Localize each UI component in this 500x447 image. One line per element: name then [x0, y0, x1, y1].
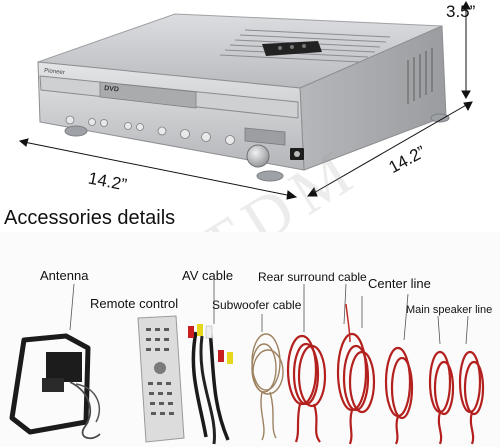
- dimension-height: 3.5”: [446, 2, 476, 21]
- leader-lines: [69, 280, 469, 345]
- disc-logo: DVD: [104, 85, 119, 94]
- dvd-receiver-image: DVD Pioneer: [18, 0, 473, 200]
- label-av-cable: AV cable: [182, 268, 234, 283]
- accessories-panel: [0, 232, 500, 447]
- label-rear-surround: Rear surround cable: [258, 270, 367, 284]
- feet: [64, 113, 450, 182]
- display-window: [244, 127, 286, 146]
- front-buttons: [65, 115, 235, 145]
- volume-knob: [246, 144, 270, 168]
- label-main-speaker-line: Main speaker line: [406, 304, 493, 316]
- label-remote-control: Remote control: [90, 296, 179, 311]
- brand-logo: Pioneer: [44, 68, 65, 76]
- label-subwoofer-cable: Subwoofer cable: [212, 298, 302, 312]
- accessories-image: [9, 280, 485, 445]
- subwoofer-cable-image: [251, 333, 284, 441]
- accessories-title: Accessories details: [4, 207, 176, 229]
- av-cable-image: [188, 324, 233, 445]
- center-line-image: [384, 346, 414, 445]
- am-loop-antenna: [9, 333, 101, 440]
- remote-on-top: [262, 41, 322, 56]
- main-speaker-line-image: [428, 350, 485, 445]
- side-vents: [407, 48, 433, 104]
- remote-control-image: [137, 315, 185, 443]
- dimension-lines: [18, 0, 473, 200]
- label-center-line: Center line: [368, 276, 431, 291]
- surround-cable-image-2: [336, 303, 376, 445]
- product-illustration: DVD Pioneer: [0, 0, 500, 200]
- rear-surround-cable-image: [286, 334, 327, 443]
- label-antenna: Antenna: [40, 268, 89, 283]
